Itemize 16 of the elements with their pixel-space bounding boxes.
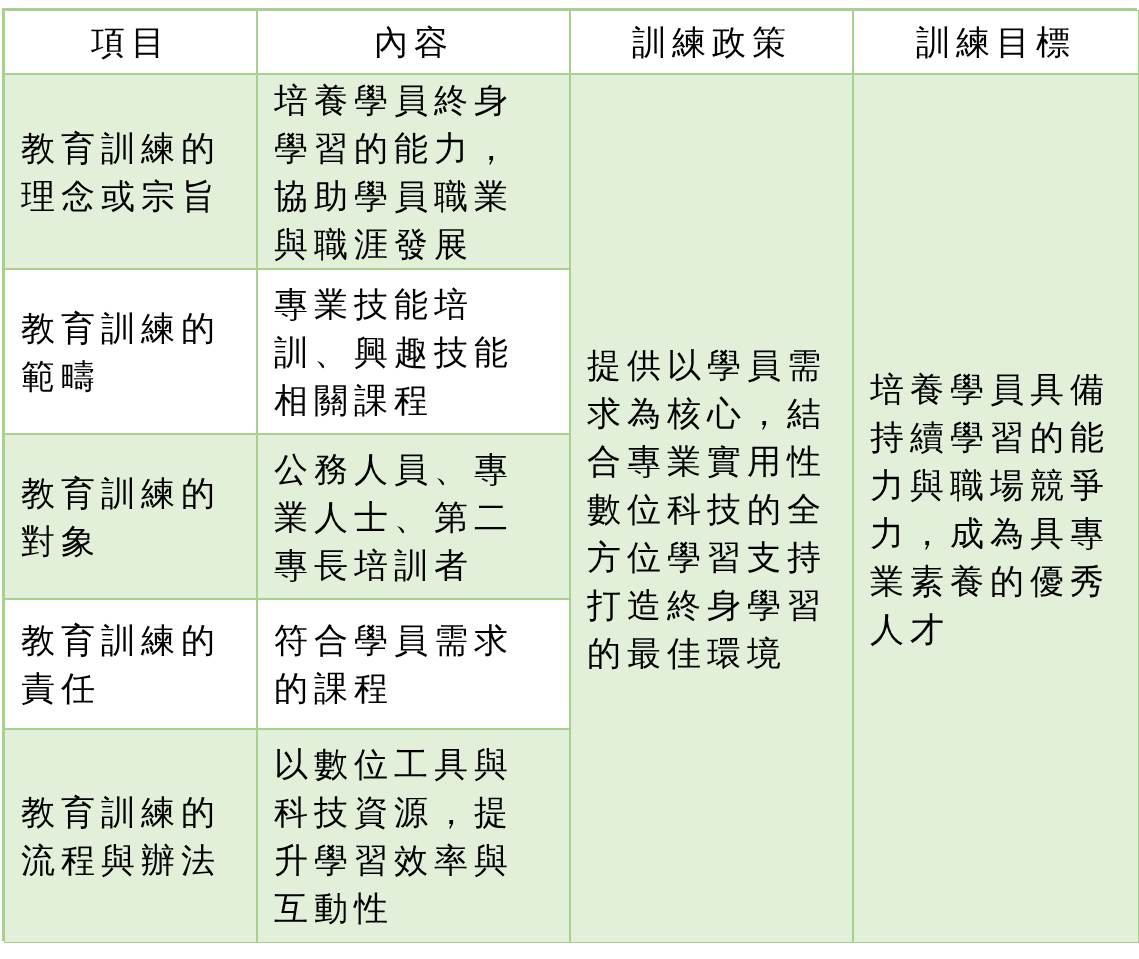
table-cell: 符合學員需求的課程 — [257, 599, 570, 729]
table-cell: 專業技能培訓、興趣技能相關課程 — [257, 269, 570, 434]
table-cell: 教育訓練的理念或宗旨 — [4, 74, 257, 269]
table-cell: 教育訓練的對象 — [4, 434, 257, 599]
table-cell: 公務人員、專業人士、第二專長培訓者 — [257, 434, 570, 599]
table-cell: 教育訓練的流程與辦法 — [4, 729, 257, 943]
header-cell: 訓練目標 — [853, 10, 1139, 74]
table-cell: 培養學員終身學習的能力，協助學員職業與職涯發展 — [257, 74, 570, 269]
header-cell: 內容 — [257, 10, 570, 74]
header-cell: 訓練政策 — [570, 10, 853, 74]
table-cell: 提供以學員需求為核心，結合專業實用性數位科技的全方位學習支持打造終身學習的最佳環境 — [570, 74, 853, 943]
table-cell: 教育訓練的責任 — [4, 599, 257, 729]
header-cell: 項目 — [4, 10, 257, 74]
table-cell: 教育訓練的範疇 — [4, 269, 257, 434]
table-cell: 以數位工具與科技資源，提升學習效率與互動性 — [257, 729, 570, 943]
table-cell: 培養學員具備持續學習的能力與職場競爭力，成為具專業素養的優秀人才 — [853, 74, 1139, 943]
